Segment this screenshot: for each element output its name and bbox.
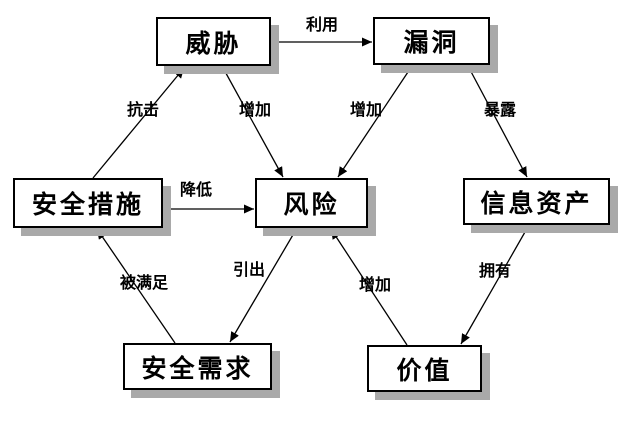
edge-label-reduce: 降低 xyxy=(179,180,213,199)
arrow-vulnerability-exposes-assets xyxy=(467,65,528,178)
node-security-measures: 安全措施 xyxy=(13,178,163,228)
node-security-requirements: 安全需求 xyxy=(123,343,272,390)
edge-label-lead-to: 引出 xyxy=(232,260,266,279)
node-threat: 威胁 xyxy=(156,17,271,66)
node-information-assets: 信息资产 xyxy=(463,178,610,225)
node-information-assets-label: 信息资产 xyxy=(480,188,593,218)
node-value: 价值 xyxy=(367,345,482,392)
edge-label-own: 拥有 xyxy=(478,261,512,280)
node-security-requirements-label: 安全需求 xyxy=(141,353,254,383)
arrow-risk-leadsto-requirements xyxy=(229,227,298,343)
node-threat-label: 威胁 xyxy=(185,28,242,58)
arrow-threat-increases-risk xyxy=(221,65,284,178)
edge-label-increase-value-risk: 增加 xyxy=(358,275,392,294)
edge-label-expose: 暴露 xyxy=(483,100,517,119)
node-vulnerability-label: 漏洞 xyxy=(403,28,460,57)
arrow-value-increases-risk xyxy=(330,228,408,346)
node-risk-label: 风险 xyxy=(283,190,340,219)
arrow-assets-own-value xyxy=(460,224,530,345)
node-value-label: 价值 xyxy=(396,355,453,385)
arrow-requirements-satisfiedby-measures xyxy=(96,228,176,344)
arrow-measures-resist-threat xyxy=(92,67,185,179)
arrow-vulnerability-increases-risk xyxy=(337,65,413,178)
node-vulnerability: 漏洞 xyxy=(373,17,490,65)
edge-label-satisfied-by: 被满足 xyxy=(119,273,169,292)
edge-label-increase-vuln-risk: 增加 xyxy=(349,100,383,119)
edge-label-resist: 抗击 xyxy=(126,100,160,119)
node-security-measures-label: 安全措施 xyxy=(31,190,144,219)
edge-label-increase-threat-risk: 增加 xyxy=(238,100,272,119)
node-risk: 风险 xyxy=(255,178,368,228)
edge-label-exploit: 利用 xyxy=(305,15,339,34)
